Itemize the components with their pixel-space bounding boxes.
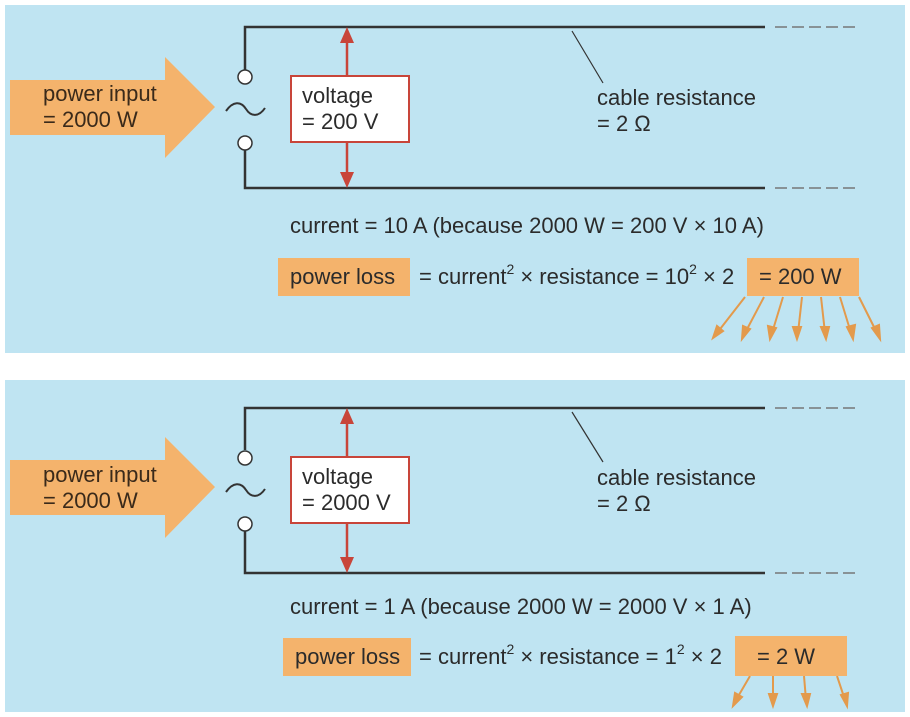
arrow-up-icon [340,408,354,424]
open-circle-icon [237,135,253,151]
cable-resistance-title: cable resistance [597,465,756,490]
cable-resistance-title: cable resistance [597,85,756,110]
cable-resistance-label: cable resistance = 2 Ω [597,465,756,517]
arrow-down-icon [340,172,354,188]
top-wire [243,406,765,450]
voltage-box: voltage = 200 V [290,75,410,143]
current-text: current = 10 A (because 2000 W = 200 V ×… [290,213,764,238]
circuit-diagram [10,406,855,710]
panel-high-current: power input = 2000 W voltage = 200 V cab… [5,5,905,353]
bottom-wire [243,520,765,575]
power-input-arrow [10,437,215,538]
heat-arrows [711,296,882,343]
power-loss-equation: = current2 × resistance = 12 × 2 [419,641,722,669]
top-wire [243,25,765,75]
power-input-label: power input = 2000 W [43,462,157,514]
power-input-label: power input = 2000 W [43,81,157,133]
cable-leader-line [571,411,604,463]
power-input-value: = 2000 W [43,488,138,513]
power-loss-equation: = current2 × resistance = 102 × 2 [419,261,735,289]
voltage-title: voltage [302,464,373,489]
arrow-up-icon [340,27,354,43]
tilde-symbol [225,102,266,116]
voltage-box: voltage = 2000 V [290,456,410,524]
power-input-title: power input [43,462,157,487]
current-text: current = 1 A (because 2000 W = 2000 V ×… [290,594,752,619]
power-loss-label: power loss [278,258,410,296]
power-loss-result: = 200 W [747,258,859,296]
cable-resistance-label: cable resistance = 2 Ω [597,85,756,137]
power-loss-result: = 2 W [735,636,847,676]
cable-leader-line [571,30,604,84]
tilde-symbol [225,483,266,497]
voltage-value: = 200 V [302,109,379,134]
open-circle-icon [237,516,253,532]
open-circle-icon [237,450,253,466]
power-input-value: = 2000 W [43,107,138,132]
panel-low-current: power input = 2000 W voltage = 2000 V ca… [5,380,905,712]
cable-resistance-value: = 2 Ω [597,491,651,516]
circuit-diagram [10,25,882,343]
open-circle-icon [237,69,253,85]
voltage-title: voltage [302,83,373,108]
power-loss-label: power loss [283,638,411,676]
bottom-wire [243,145,765,190]
voltage-value: = 2000 V [302,490,391,515]
cable-resistance-value: = 2 Ω [597,111,651,136]
heat-arrows [731,675,850,710]
power-input-arrow [10,57,215,158]
power-input-title: power input [43,81,157,106]
arrow-down-icon [340,557,354,573]
